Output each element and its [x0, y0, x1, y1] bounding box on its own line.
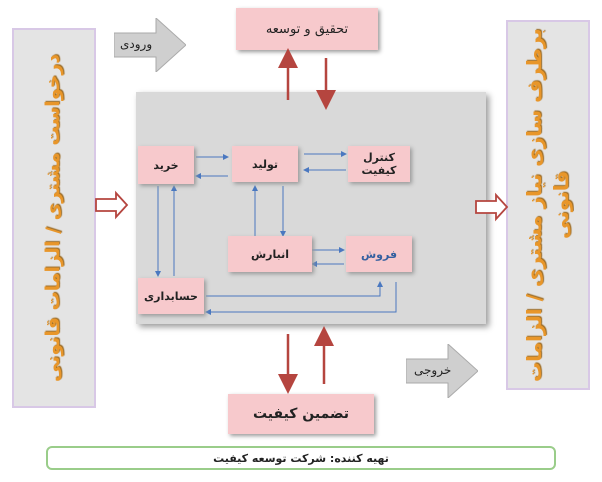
quality-control-node: کنترل کیفیت [348, 146, 410, 182]
input-arrow-shape [114, 18, 186, 72]
warehouse-node: انبارش [228, 236, 312, 272]
left-hollow-arrow [95, 190, 129, 220]
accounting-to-sales-line [206, 281, 383, 297]
sales-to-accounting-line [205, 282, 397, 315]
output-arrow: خروجی [406, 344, 478, 398]
right-hollow-arrow [475, 192, 509, 222]
sales-node: فروش [346, 236, 412, 272]
customer-request-panel: درخواست مشتری / الزامات قانونی [12, 28, 96, 408]
production-label: تولید [251, 157, 278, 171]
purchase-label: خرید [153, 158, 179, 172]
purchase-node: خرید [138, 146, 194, 184]
output-label: خروجی [414, 363, 452, 377]
quality-control-label: کنترل کیفیت [361, 151, 397, 177]
sales-label: فروش [360, 247, 398, 261]
footer-text: تهیه کننده: شرکت توسعه کیفیت [213, 451, 389, 465]
customer-needs-panel: برطرف سازی نیاز مشتری / الزامات قانونی [506, 20, 590, 390]
research-development-box: تحقیق و توسعه [236, 8, 378, 50]
input-label: ورودی [120, 37, 153, 51]
input-arrow: ورودی [114, 18, 186, 72]
quality-assurance-box: تضمین کیفیت [228, 394, 374, 434]
quality-assurance-label: تضمین کیفیت [252, 406, 350, 422]
accounting-node: حسابداری [138, 278, 204, 314]
research-development-label: تحقیق و توسعه [265, 21, 349, 37]
warehouse-label: انبارش [250, 247, 290, 261]
output-arrow-shape [406, 344, 478, 398]
footer-credit: تهیه کننده: شرکت توسعه کیفیت [46, 446, 556, 470]
production-node: تولید [232, 146, 298, 182]
accounting-label: حسابداری [144, 289, 198, 303]
